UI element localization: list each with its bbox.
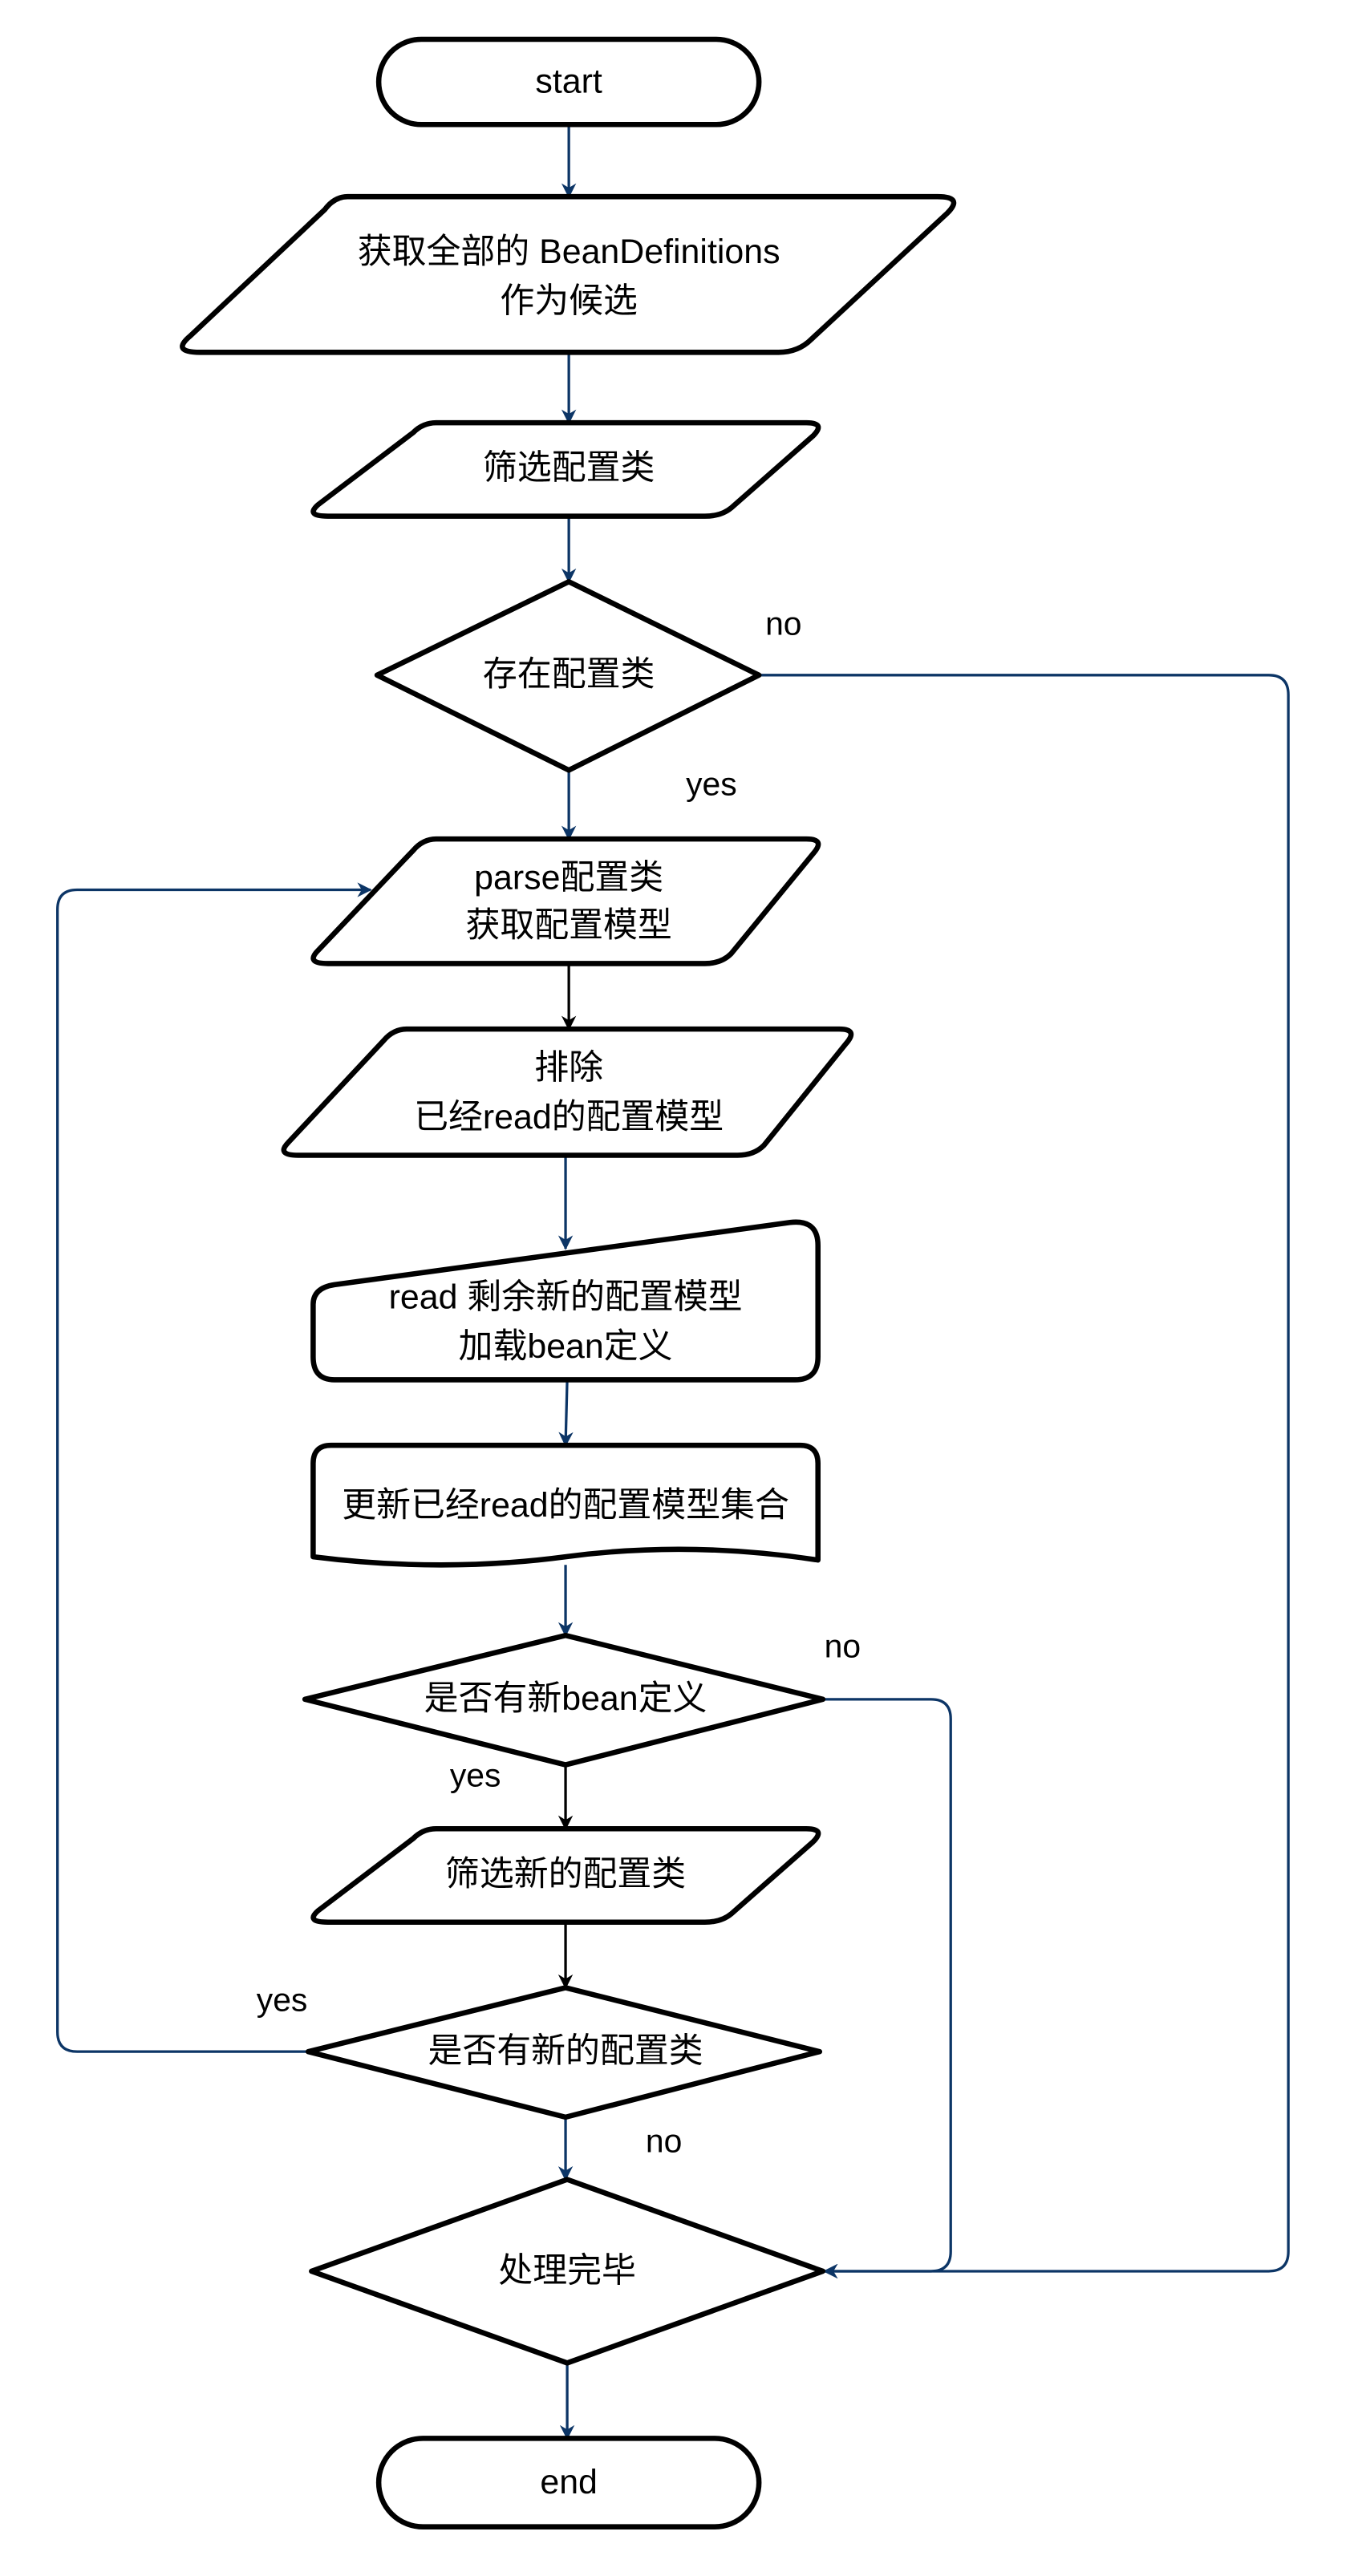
node-end: end bbox=[375, 2436, 762, 2529]
edge-label-no: no bbox=[825, 1627, 861, 1664]
svg-text:获取配置模型: 获取配置模型 bbox=[465, 906, 671, 945]
node-read-load: read 剩余新的配置模型 加载bean定义 bbox=[310, 1219, 821, 1383]
edge-label-yes: yes bbox=[257, 1982, 308, 2019]
svg-text:加载bean定义: 加载bean定义 bbox=[459, 1327, 673, 1366]
node-exclude-read: 排除 已经read的配置模型 bbox=[281, 1026, 854, 1158]
svg-text:排除: 排除 bbox=[534, 1049, 603, 1088]
node-get-all-bean-definitions: 获取全部的 BeanDefinitions 作为候选 bbox=[180, 193, 957, 355]
svg-text:start: start bbox=[535, 63, 602, 101]
edge-label-no: no bbox=[646, 2122, 682, 2159]
svg-text:筛选新的配置类: 筛选新的配置类 bbox=[445, 1855, 686, 1894]
edge-label-yes: yes bbox=[450, 1757, 501, 1794]
edge-label-no: no bbox=[765, 605, 801, 642]
svg-text:更新已经read的配置模型集合: 更新已经read的配置模型集合 bbox=[342, 1486, 789, 1525]
svg-text:read 剩余新的配置模型: read 剩余新的配置模型 bbox=[389, 1278, 743, 1317]
edge-hasbean-no bbox=[822, 1698, 952, 2279]
edge-hasconfig-no bbox=[759, 674, 1290, 2279]
svg-text:作为候选: 作为候选 bbox=[500, 281, 638, 320]
edge-label-yes: yes bbox=[686, 766, 737, 803]
node-done-decision: 处理完毕 bbox=[309, 2177, 826, 2366]
node-has-new-config-decision: 是否有新的配置类 bbox=[305, 1985, 823, 2120]
svg-text:筛选配置类: 筛选配置类 bbox=[483, 449, 655, 488]
node-filter-new-config: 筛选新的配置类 bbox=[310, 1826, 821, 1926]
svg-text:是否有新的配置类: 是否有新的配置类 bbox=[428, 2032, 703, 2071]
svg-text:已经read的配置模型: 已经read的配置模型 bbox=[414, 1098, 724, 1136]
svg-text:end: end bbox=[540, 2463, 598, 2501]
node-start: start bbox=[375, 36, 762, 128]
svg-text:处理完毕: 处理完毕 bbox=[498, 2251, 636, 2290]
svg-text:存在配置类: 存在配置类 bbox=[483, 655, 655, 694]
edge-hasnewconfig-yes bbox=[56, 882, 372, 2053]
edge-read-update bbox=[558, 1379, 574, 1447]
svg-text:获取全部的 BeanDefinitions: 获取全部的 BeanDefinitions bbox=[358, 233, 780, 271]
node-has-new-bean-decision: 是否有新bean定义 bbox=[302, 1632, 826, 1768]
svg-text:是否有新bean定义: 是否有新bean定义 bbox=[424, 1679, 707, 1718]
node-has-config-decision: 存在配置类 bbox=[374, 579, 762, 773]
node-update-set: 更新已经read的配置模型集合 bbox=[310, 1442, 821, 1568]
edges bbox=[56, 124, 1290, 2440]
node-filter-config: 筛选配置类 bbox=[310, 419, 821, 519]
svg-text:parse配置类: parse配置类 bbox=[474, 859, 663, 897]
node-parse-config: parse配置类 获取配置模型 bbox=[310, 836, 821, 966]
